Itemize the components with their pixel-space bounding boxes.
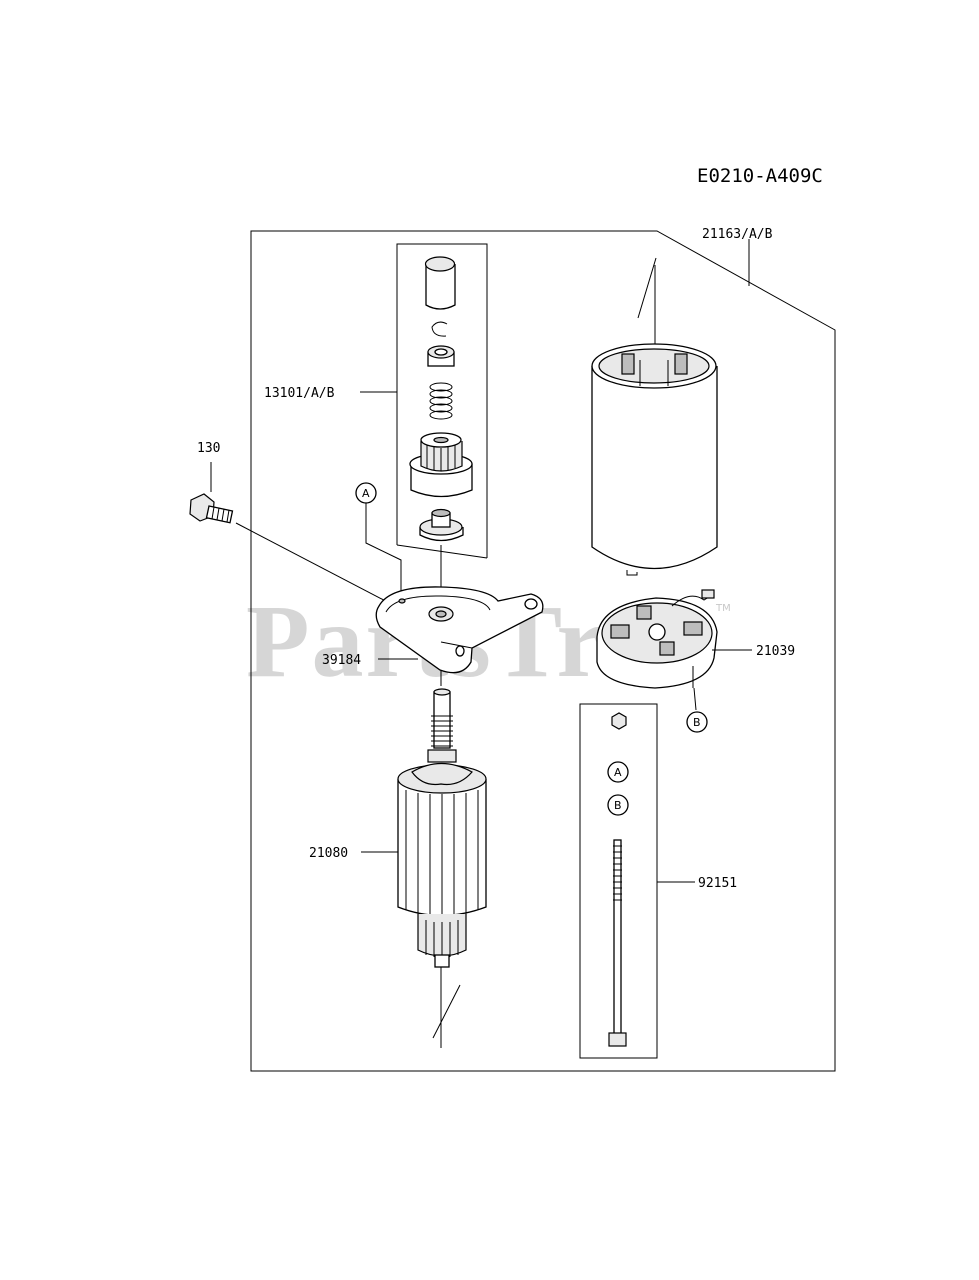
bracket-ear-hole: [524, 598, 538, 610]
spring: [429, 382, 453, 420]
bracket-39184: [375, 586, 544, 674]
armature-winding: [411, 763, 473, 786]
callout-bolt: 130: [197, 441, 220, 456]
brush-3: [636, 605, 652, 620]
housing-break-line: [637, 257, 657, 319]
snap-ring: [431, 321, 448, 337]
callout-armature: 21080: [309, 846, 348, 861]
stopper-cap: [425, 264, 456, 310]
through-bolt: [613, 839, 622, 1036]
armature-break-line: [432, 984, 461, 1039]
marker-b-set-label: B: [614, 799, 622, 812]
assembly-outline: [250, 230, 836, 1072]
marker-b-holder-leader: [693, 687, 697, 711]
bolt-130: [189, 493, 234, 524]
marker-b-holder: [686, 711, 708, 733]
brush-4: [659, 641, 675, 656]
pinion-set-box: [396, 243, 488, 558]
terminal: [701, 589, 715, 599]
marker-a-bracket-label: A: [362, 487, 370, 500]
brush-2: [683, 621, 703, 636]
armature-21080: [397, 688, 487, 968]
callout-pinion-set: 13101/A/B: [264, 386, 335, 401]
through-bolt-head: [608, 1032, 627, 1047]
pinion-set-box-bottom: [396, 544, 488, 559]
callout-bracket: 39184: [322, 653, 361, 668]
bracket-hole: [435, 610, 447, 618]
marker-a-set: [607, 761, 629, 783]
marker-b-set: [607, 794, 629, 816]
marker-a-bracket-leader: [365, 503, 402, 600]
stopper-cap-top: [424, 256, 456, 272]
collar-hole: [434, 348, 448, 356]
brush-holder-21039: [596, 589, 718, 689]
bracket-side-hole: [455, 645, 465, 657]
armature-shaft: [433, 691, 451, 749]
brush-holder-center: [648, 623, 666, 641]
nut: [611, 712, 627, 730]
bolt-set-box: [579, 703, 658, 1059]
bracket-body: [375, 586, 544, 674]
diagram-code: E0210-A409C: [697, 165, 823, 187]
housing-inner: [598, 348, 710, 384]
callout-brush-holder: 21039: [756, 644, 795, 659]
housing-21163: [591, 257, 718, 576]
marker-b-holder-label: B: [693, 716, 701, 729]
housing-notch: [626, 570, 638, 576]
armature-spline: [431, 715, 453, 747]
pinion-stack: [409, 256, 473, 542]
brush-1: [610, 624, 630, 639]
bracket-small-hole: [398, 598, 406, 604]
bolt-set-parts: A B: [607, 712, 629, 1047]
armature-collar: [427, 749, 457, 763]
callout-bolt-set: 92151: [698, 876, 737, 891]
bracket-rim: [385, 595, 491, 613]
brush-lead-wire: [671, 594, 713, 607]
housing-body: [591, 366, 718, 570]
marker-a-set-label: A: [614, 766, 622, 779]
armature-shaft-end: [434, 954, 450, 968]
callout-housing: 21163/A/B: [702, 227, 773, 242]
watermark-tm: TM: [715, 603, 731, 614]
